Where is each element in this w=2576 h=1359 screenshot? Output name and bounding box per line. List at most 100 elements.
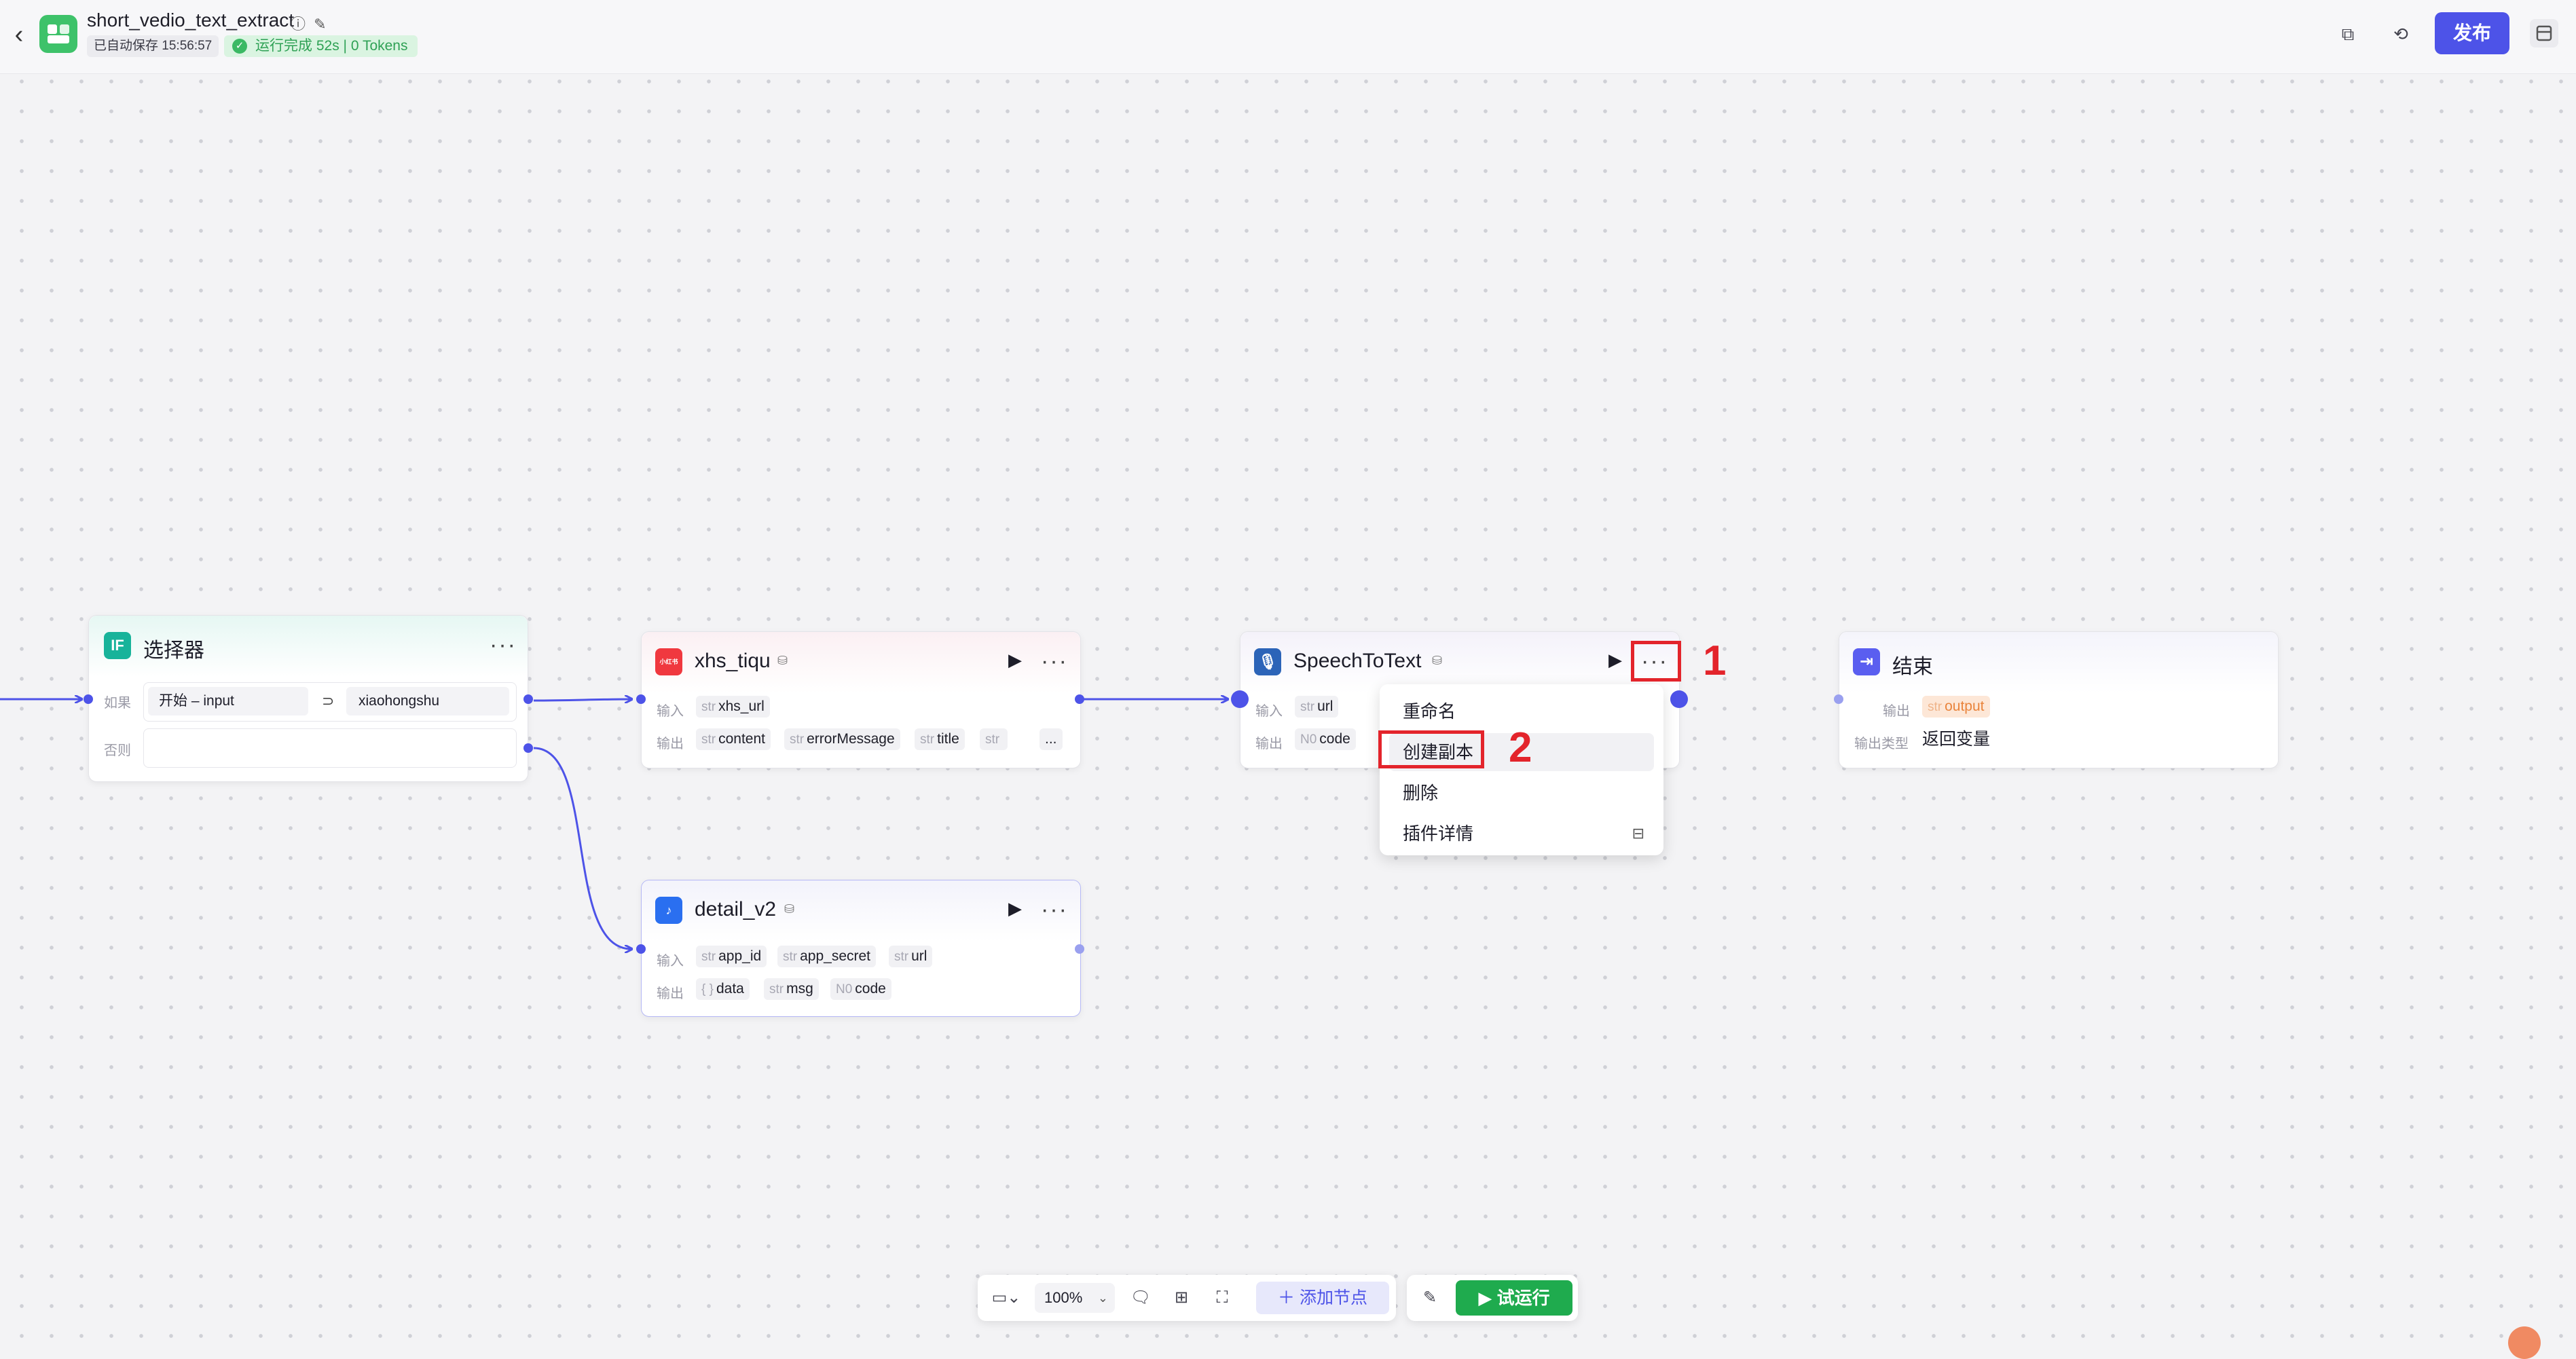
input-label: 输入 [657, 954, 684, 969]
play-icon[interactable]: ▶ [1008, 898, 1022, 918]
speech-input-port[interactable] [1231, 690, 1249, 708]
canvas-toolbar: ▭⌄ 100% ⌄ 🗨 ⊞ ⛶ ＋ 添加节点 [978, 1275, 1396, 1321]
annotation-box-more [1631, 641, 1681, 682]
end-icon: ⇥ [1853, 648, 1880, 675]
more-icon[interactable]: ··· [1041, 648, 1068, 674]
top-bar: ‹ short_vedio_text_extract ⓘ ✎ 已自动保存 15:… [0, 0, 2576, 74]
xhs-title: xhs_tiqu [695, 650, 771, 672]
check-icon: ✓ [232, 39, 247, 54]
more-icon[interactable]: ··· [1641, 648, 1668, 674]
pin-icon: ⛁ [784, 902, 795, 916]
detail-output-port[interactable] [1075, 944, 1084, 954]
if-label: 如果 [104, 696, 131, 711]
detail-title: detail_v2 [695, 898, 777, 920]
play-icon[interactable]: ▶ [1608, 650, 1622, 670]
output-label: 输出 [1255, 737, 1283, 751]
plus-icon: ＋ [1278, 1288, 1300, 1307]
edge-selector-detail [533, 747, 631, 949]
zoom-select[interactable]: 100% ⌄ [1035, 1283, 1115, 1313]
speech-plugin-icon: 🎙 [1254, 648, 1281, 675]
add-node-button[interactable]: ＋ 添加节点 [1256, 1282, 1389, 1314]
menu-item-rename[interactable]: 重命名 [1403, 701, 1456, 722]
input-label: 输入 [657, 704, 684, 719]
condition-right[interactable]: xiaohongshu [346, 687, 509, 715]
more-icon[interactable]: ··· [490, 632, 517, 658]
panel-icon[interactable] [2530, 19, 2558, 48]
menu-item-duplicate[interactable]: 创建副本 [1389, 733, 1654, 771]
selector-if-port[interactable] [523, 694, 533, 704]
menu-item-plugin-details[interactable]: 插件详情 ⊟ [1389, 815, 1654, 853]
xhs-plugin-icon: 小红书 [655, 648, 682, 675]
selector-node[interactable]: IF 选择器 ··· 如果 开始 – input ⊃ xiaohongshu 否… [88, 615, 528, 782]
info-icon[interactable]: ⓘ [291, 16, 306, 33]
output-label: 输出 [1883, 704, 1910, 719]
output-label: 输出 [657, 986, 684, 1001]
plugin-detail-icon: ⊟ [1632, 825, 1644, 842]
avatar[interactable] [2508, 1326, 2541, 1359]
else-row [143, 728, 517, 768]
debug-icon[interactable]: ✎ [1422, 1288, 1437, 1307]
end-input-port[interactable] [1834, 694, 1843, 704]
xhs-output-port[interactable] [1075, 694, 1084, 704]
speech-title: SpeechToText [1293, 650, 1422, 672]
try-run-label: 试运行 [1496, 1288, 1550, 1308]
copy-icon[interactable]: ⧉ [2341, 24, 2355, 44]
more-outputs-button[interactable]: ... [1039, 728, 1063, 750]
back-chevron-icon[interactable]: ‹ [14, 20, 24, 49]
autosave-status: 已自动保存 15:56:57 [87, 35, 219, 57]
workflow-title: short_vedio_text_extract [87, 10, 295, 31]
menu-item-delete[interactable]: 删除 [1403, 783, 1439, 803]
selector-input-port[interactable] [84, 694, 93, 704]
pin-icon: ⛁ [1432, 654, 1443, 667]
more-icon[interactable]: ··· [1041, 897, 1068, 923]
add-node-label: 添加节点 [1299, 1288, 1367, 1307]
selector-title: 选择器 [143, 639, 204, 662]
zoom-value: 100% [1044, 1289, 1083, 1306]
else-label: 否则 [104, 743, 131, 758]
publish-button[interactable]: 发布 [2435, 12, 2509, 54]
output-label: 输出 [657, 737, 684, 751]
annotation-label-1: 1 [1703, 637, 1727, 684]
menu-item-plugin-details-label: 插件详情 [1403, 823, 1474, 844]
pin-icon: ⛁ [777, 654, 788, 667]
fit-view-icon[interactable]: ⛶ [1216, 1288, 1228, 1307]
output-type-value: 返回变量 [1922, 730, 1991, 749]
play-icon[interactable]: ▶ [1008, 650, 1022, 670]
comment-icon[interactable]: 🗨 [1130, 1288, 1152, 1307]
try-run-button[interactable]: ▶ 试运行 [1456, 1280, 1572, 1316]
output-tag: { }data [696, 978, 750, 1000]
run-status-badge: ✓ 运行完成 52s | 0 Tokens [224, 35, 418, 57]
node-context-menu: 重命名 创建副本 删除 插件详情 ⊟ [1380, 684, 1663, 855]
annotation-label-2: 2 [1509, 724, 1532, 771]
condition-row[interactable]: 开始 – input ⊃ xiaohongshu [143, 682, 517, 722]
speech-output-port[interactable] [1670, 690, 1688, 708]
minimap-icon[interactable]: ▭⌄ [991, 1288, 1021, 1307]
edit-icon[interactable]: ✎ [314, 16, 327, 33]
layout-icon[interactable]: ⊞ [1174, 1288, 1189, 1307]
xhs-input-port[interactable] [636, 694, 646, 704]
condition-operator[interactable]: ⊃ [322, 692, 335, 709]
history-icon[interactable]: ⟲ [2393, 24, 2408, 44]
condition-left[interactable]: 开始 – input [148, 687, 308, 715]
play-icon: ▶ [1478, 1288, 1497, 1308]
run-status-text: 运行完成 52s | 0 Tokens [255, 38, 408, 54]
chevron-down-icon: ⌄ [1097, 1291, 1108, 1305]
selector-else-port[interactable] [523, 743, 533, 753]
end-title: 结束 [1892, 656, 1933, 678]
detail-input-port[interactable] [636, 944, 646, 954]
app-logo-icon [39, 15, 77, 53]
edge-selector-xhs [533, 699, 631, 701]
run-toolbar: ✎ ▶ 试运行 [1407, 1275, 1578, 1321]
